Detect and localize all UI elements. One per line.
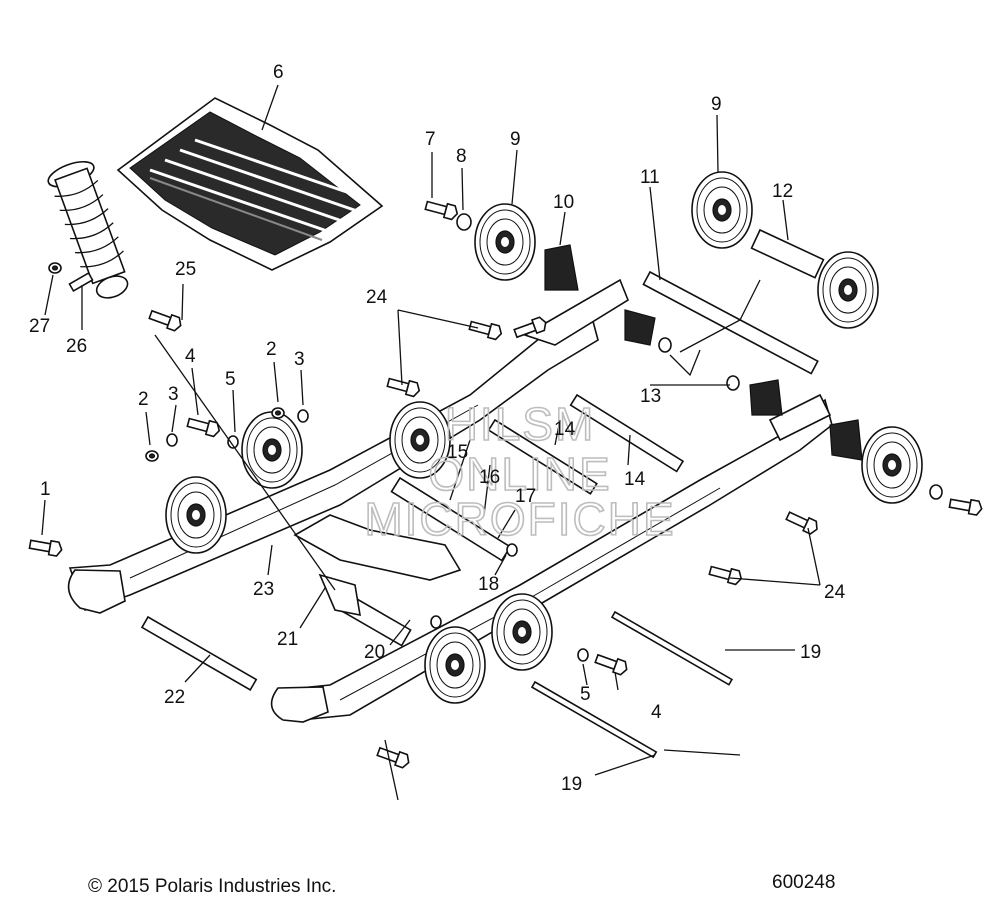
callout-label: 18 — [478, 574, 499, 595]
washer-part — [929, 484, 943, 500]
callout-label: 7 — [425, 129, 436, 150]
shock-pin-part — [68, 271, 94, 293]
long-bolt-part — [530, 680, 658, 759]
watermark-line-1: HILSM — [445, 398, 596, 450]
bolt-part — [707, 562, 744, 587]
washer-part — [227, 435, 239, 449]
bolt-part — [467, 317, 504, 342]
callout-label: 14 — [554, 419, 576, 440]
callout-label: 12 — [772, 181, 793, 202]
callout-label: 14 — [624, 469, 646, 490]
idler-wheel-part — [165, 476, 227, 554]
cross-shaft-part — [487, 418, 598, 495]
callout-label: 11 — [640, 167, 660, 188]
nut-part — [145, 450, 159, 462]
idler-wheel-part — [861, 426, 923, 504]
bolt-part — [593, 651, 630, 677]
bolt-part — [784, 508, 821, 537]
bolt-part — [375, 744, 412, 770]
pivot-shaft-part — [390, 476, 512, 562]
shock-nut-part — [48, 262, 62, 274]
callout-label: 9 — [711, 94, 722, 115]
pivot-arm-part — [293, 514, 462, 647]
callout-label: 15 — [447, 442, 468, 463]
shock-bolt-part — [147, 307, 184, 333]
idler-wheel-part — [817, 251, 879, 329]
callout-label: 2 — [266, 339, 277, 360]
callout-label: 5 — [580, 684, 591, 705]
nut-part — [271, 407, 285, 419]
washer-part — [456, 213, 472, 231]
callout-label: 5 — [225, 369, 236, 390]
callout-label: 6 — [273, 62, 284, 83]
right-rail-part — [270, 393, 833, 723]
washer-part — [430, 615, 442, 629]
bolt-part — [423, 197, 460, 222]
callout-label: 23 — [253, 579, 274, 600]
callout-label: 1 — [40, 479, 51, 500]
washer-part — [658, 337, 672, 353]
washer-part — [577, 648, 589, 662]
cross-shaft-part — [569, 393, 685, 473]
idler-wheel-part — [691, 171, 753, 249]
stop-block-part — [749, 379, 783, 416]
callout-label: 3 — [168, 384, 179, 405]
washer-part — [166, 433, 178, 447]
bolt-part — [185, 414, 222, 439]
bolt-part — [948, 495, 984, 517]
callout-label: 21 — [277, 629, 298, 650]
callout-label: 24 — [366, 287, 388, 308]
callout-label: 13 — [640, 386, 661, 407]
callout-label: 19 — [561, 774, 582, 795]
rear-axle-shaft-part — [642, 270, 819, 375]
watermark-line-2: ONLINE — [428, 448, 611, 500]
callout-label: 4 — [185, 346, 196, 367]
callout-label: 10 — [553, 192, 574, 213]
idler-wheel-part — [474, 203, 536, 281]
callout-label: 17 — [515, 486, 536, 507]
callout-label: 25 — [175, 259, 196, 280]
stop-block-part — [624, 309, 656, 346]
callout-label: 22 — [164, 687, 185, 708]
callout-label: 27 — [29, 316, 50, 337]
idler-wheel-part — [241, 411, 303, 489]
watermark-line-3: MICROFICHE — [364, 493, 675, 545]
leader-lines — [41, 84, 821, 801]
callout-label: 2 — [138, 389, 149, 410]
bolt-part — [28, 536, 64, 558]
watermark: HILSM ONLINE MICROFICHE — [364, 397, 675, 546]
callout-label: 16 — [479, 467, 500, 488]
callout-label: 4 — [651, 702, 662, 723]
idler-wheel-part — [491, 593, 553, 671]
long-bolt-part — [610, 610, 734, 686]
wheel-axle-part — [750, 228, 825, 279]
washer-part — [506, 543, 518, 557]
idler-wheel-part — [424, 626, 486, 704]
callout-label: 8 — [456, 146, 467, 167]
washer-part — [297, 409, 309, 423]
bolt-part — [385, 374, 422, 399]
callout-label: 20 — [364, 642, 385, 663]
callout-label: 24 — [824, 582, 846, 603]
stop-block-part — [829, 419, 863, 461]
callout-label: 19 — [800, 642, 821, 663]
washer-part — [726, 375, 740, 391]
callout-labels: 1 2 2 3 3 4 4 5 5 6 7 8 9 9 10 11 12 13 … — [29, 62, 846, 795]
lower-cross-shaft-part — [140, 615, 258, 691]
slide-bumper-pad-part — [116, 97, 384, 271]
rear-shock-part — [47, 160, 129, 299]
callout-label: 9 — [510, 129, 521, 150]
callout-label: 26 — [66, 336, 87, 357]
copyright-text: © 2015 Polaris Industries Inc. — [88, 876, 336, 897]
figure-number: 600248 — [772, 872, 835, 893]
callout-label: 3 — [294, 349, 305, 370]
stop-block-part — [544, 244, 579, 291]
